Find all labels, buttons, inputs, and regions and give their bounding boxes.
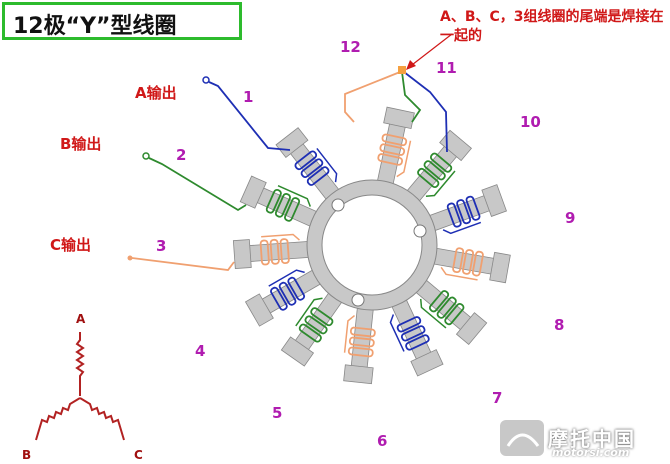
annotation-note: A、B、C，3组线圈的尾端是焊接在一起的: [440, 9, 664, 44]
neutral-wires: [344, 66, 448, 153]
lead-b: [142, 152, 247, 212]
stator-teeth: [232, 106, 511, 385]
y-connection-symbol: [35, 332, 125, 441]
coil-loop: [417, 152, 456, 198]
pole-number-10: 10: [520, 113, 541, 131]
coil-loop: [259, 233, 300, 266]
output-c-label: C输出: [50, 236, 92, 254]
pole-number-12: 12: [340, 38, 361, 56]
pole-number-9: 9: [565, 209, 576, 227]
pole-number-5: 5: [272, 404, 283, 422]
y-label-a: A: [76, 312, 86, 326]
pole-number-3: 3: [156, 237, 167, 255]
y-label-c: C: [134, 448, 143, 462]
watermark-text: 摩托中国: [548, 427, 636, 451]
diagram-title: 12极“Y”型线圈: [13, 14, 177, 39]
coil-loop: [442, 195, 482, 235]
stator-tooth: [375, 106, 415, 191]
output-b-label: B输出: [60, 135, 102, 153]
lead-c: [127, 255, 235, 271]
coil-loop: [268, 269, 306, 311]
pole-number-11: 11: [436, 59, 457, 77]
coil-loop: [377, 133, 412, 178]
coil-loop: [440, 247, 484, 281]
pole-number-4: 4: [195, 342, 206, 360]
y-label-b: B: [22, 448, 32, 462]
pole-number-2: 2: [176, 146, 187, 164]
coil-loop: [343, 314, 376, 358]
coil-loop: [294, 148, 338, 186]
stator-tooth: [427, 246, 511, 284]
watermark-logo: [500, 420, 544, 456]
coil-loop: [265, 184, 311, 222]
lead-a: [202, 76, 291, 151]
junction-point: [398, 66, 406, 74]
title-box: 12极“Y”型线圈: [2, 2, 242, 40]
pole-number-8: 8: [554, 316, 565, 334]
pole-number-7: 7: [492, 389, 503, 407]
watermark-url: motorsi.com: [552, 446, 630, 459]
coil-windings: [259, 133, 484, 358]
annotation-arrow: [406, 33, 453, 70]
pole-number-6: 6: [377, 432, 388, 450]
pole-number-1: 1: [243, 88, 254, 106]
coil-loop: [389, 314, 430, 352]
output-a-label: A输出: [135, 84, 177, 102]
coil-loop: [295, 297, 334, 343]
stator-core: [306, 179, 438, 311]
coil-loop: [419, 290, 465, 329]
